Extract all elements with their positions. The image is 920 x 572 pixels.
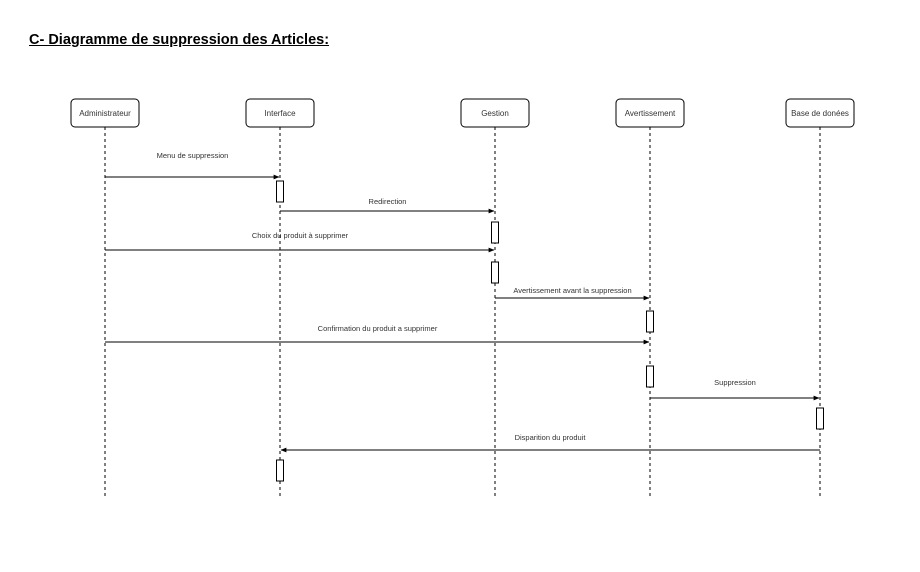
- participant-avert: Avertissement: [615, 98, 685, 128]
- activation-bar: [276, 180, 284, 203]
- participant-label: Avertissement: [625, 109, 676, 118]
- message-label: Menu de suppression: [157, 151, 229, 160]
- message-6: Suppression: [650, 378, 820, 401]
- message-label: Avertissement avant la suppression: [513, 286, 631, 295]
- activation-bar: [491, 261, 499, 284]
- participant-bdd: Base de donées: [785, 98, 855, 128]
- activation-bar: [816, 407, 824, 430]
- message-2: Redirection: [280, 197, 495, 214]
- activation-bar: [276, 459, 284, 482]
- message-5: Confirmation du produit a supprimer: [105, 324, 650, 345]
- message-label: Suppression: [714, 378, 756, 387]
- activation-bar: [646, 365, 654, 388]
- participant-label: Base de donées: [791, 109, 849, 118]
- message-7: Disparition du produit: [280, 433, 820, 453]
- participant-label: Gestion: [481, 109, 509, 118]
- participant-label: Interface: [264, 109, 296, 118]
- activation-bar: [646, 310, 654, 333]
- message-1: Menu de suppression: [105, 151, 280, 180]
- participant-gestion: Gestion: [460, 98, 530, 128]
- message-label: Redirection: [369, 197, 407, 206]
- message-4: Avertissement avant la suppression: [495, 286, 650, 301]
- message-3: Choix du produit à supprimer: [105, 231, 495, 253]
- page-title: C- Diagramme de suppression des Articles…: [29, 32, 330, 48]
- message-label: Confirmation du produit a supprimer: [318, 324, 438, 333]
- participant-label: Administrateur: [79, 109, 131, 118]
- message-label: Choix du produit à supprimer: [252, 231, 349, 240]
- message-label: Disparition du produit: [515, 433, 587, 442]
- participant-interface: Interface: [245, 98, 315, 128]
- activation-bar: [491, 221, 499, 244]
- participant-admin: Administrateur: [70, 98, 140, 128]
